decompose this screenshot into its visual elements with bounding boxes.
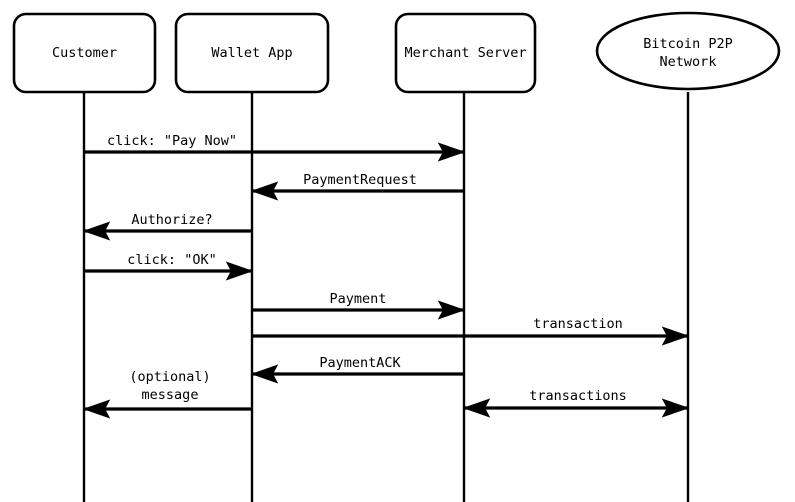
message-label-m2: PaymentRequest — [303, 172, 417, 188]
message-label-m8: (optional) — [129, 369, 210, 385]
message-m6[interactable]: transaction — [252, 316, 690, 346]
participant-p2p[interactable]: Bitcoin P2P Network — [595, 11, 781, 91]
message-label2-m8: message — [142, 387, 199, 403]
message-m7[interactable]: PaymentACK — [250, 355, 464, 384]
message-label-m3: Authorize? — [131, 212, 212, 228]
message-label-m7: PaymentACK — [319, 355, 401, 371]
message-label-m9: transactions — [529, 388, 627, 404]
participant-label-p2p: Bitcoin P2P — [643, 36, 732, 52]
participant-label-customer: Customer — [52, 45, 117, 61]
participant-shape-customer — [12, 12, 157, 94]
message-m3[interactable]: Authorize? — [82, 212, 252, 241]
message-label-m5: Payment — [330, 291, 387, 307]
message-m1[interactable]: click: "Pay Now" — [84, 133, 466, 162]
participant-shape-merchant — [394, 12, 537, 94]
message-label-m6: transaction — [533, 316, 622, 332]
participant-merchant[interactable]: Merchant Server — [394, 12, 537, 94]
participant-nodes-group: Customer Wallet App Merchant Server Bitcoin… — [12, 11, 781, 94]
participant-customer[interactable]: Customer — [12, 12, 157, 94]
participant-label-wallet: Wallet App — [211, 45, 292, 61]
message-m5[interactable]: Payment — [252, 291, 466, 320]
message-m4[interactable]: click: "OK" — [84, 252, 254, 281]
participant-label-merchant: Merchant Server — [405, 45, 527, 61]
message-m2[interactable]: PaymentRequest — [250, 172, 464, 201]
participant-label2-p2p: Network — [660, 54, 717, 70]
participant-shape-wallet — [174, 12, 330, 94]
message-m8[interactable]: (optional) message — [82, 369, 252, 419]
message-label-m4: click: "OK" — [127, 252, 216, 268]
participant-shape-p2p — [595, 11, 781, 91]
message-m9[interactable]: transactions — [462, 388, 690, 418]
message-label-m1: click: "Pay Now" — [107, 133, 237, 149]
participant-wallet[interactable]: Wallet App — [174, 12, 330, 94]
messages-group: click: "Pay Now" PaymentRequestAuthorize?… — [82, 133, 690, 419]
